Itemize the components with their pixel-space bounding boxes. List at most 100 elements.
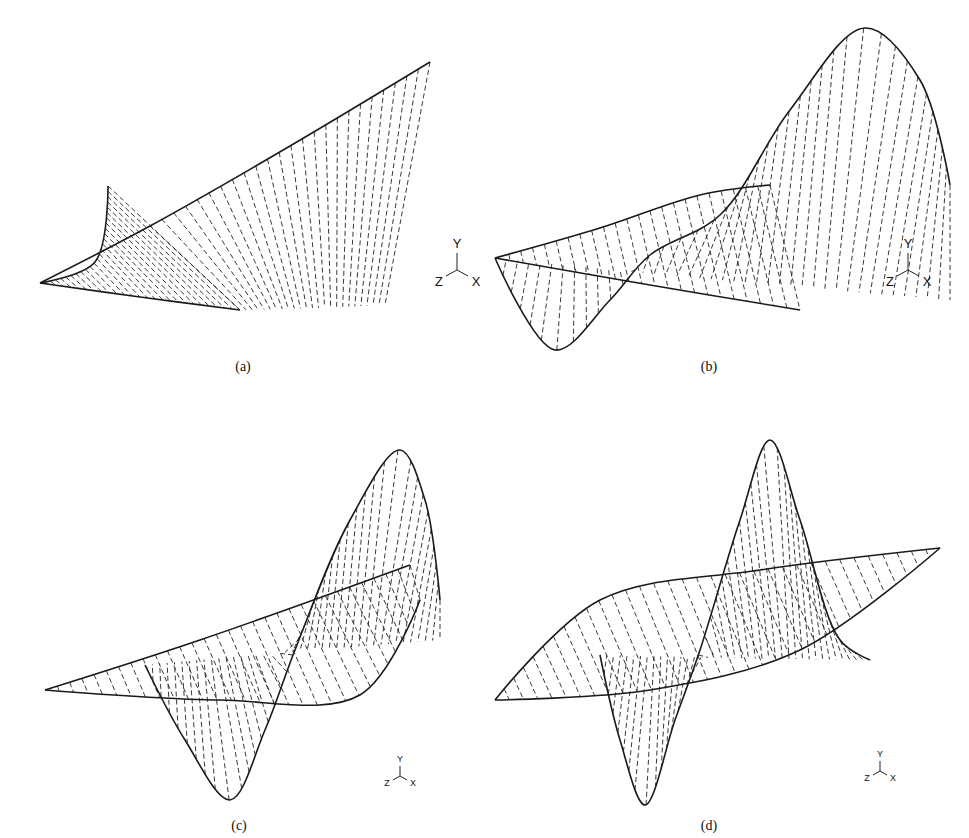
ruling-line (197, 660, 206, 774)
ruling-line (107, 212, 202, 305)
ruling-line (620, 270, 623, 284)
ruling-line (228, 630, 260, 702)
ruling-line (791, 81, 812, 287)
ruling-line (85, 269, 109, 293)
ruling-line (666, 657, 674, 750)
ruling-line (379, 69, 418, 305)
ruling-line (359, 476, 375, 646)
ruling-line (745, 503, 762, 659)
panel-caption: (a) (234, 359, 252, 375)
panel-caption: (d) (700, 818, 718, 834)
ruling-line (811, 563, 839, 627)
ruling-line (817, 581, 836, 659)
ruling-line (232, 179, 282, 309)
ruling-line (105, 234, 171, 302)
surface-plot (495, 440, 940, 805)
ruling-line (585, 267, 586, 328)
ruling-line (362, 583, 396, 652)
ruling-line (504, 689, 509, 700)
ruling-line (882, 77, 918, 295)
panel-caption: (c) (230, 818, 248, 834)
ruling-line (677, 230, 698, 276)
ruling-line (709, 193, 734, 299)
ruling-line (685, 657, 694, 692)
ruling-line (90, 266, 117, 293)
axis-label: Y (452, 236, 463, 251)
ruling-line (97, 259, 132, 296)
ruling-line (661, 657, 667, 769)
axis-label: Y (903, 236, 914, 251)
ruling-line (627, 219, 642, 284)
ruling-line (174, 213, 253, 310)
ruling-line (603, 227, 615, 279)
ruling-line (398, 569, 415, 613)
ruling-line (216, 634, 245, 701)
ruling-line (825, 37, 847, 290)
ruling-line (367, 83, 395, 306)
surface-edge (45, 565, 410, 690)
ruling-line (425, 564, 436, 641)
ruling-line (541, 264, 552, 341)
axis-label: Z (434, 274, 444, 289)
ruling-line (662, 207, 682, 291)
ruling-line (710, 617, 721, 658)
ruling-line (813, 50, 833, 288)
axis-label: Y (876, 749, 884, 760)
ruling-line (838, 637, 856, 660)
ruling-line (211, 659, 229, 800)
ruling-line (336, 118, 338, 307)
ruling-line (108, 186, 240, 310)
ruling-line (782, 567, 814, 642)
ruling-line (418, 547, 434, 642)
ruling-line (241, 626, 275, 704)
axis-label: Z (383, 778, 391, 789)
ruling-line (754, 571, 789, 655)
ruling-line (344, 508, 357, 648)
ruling-line (840, 559, 862, 610)
ruling-line (119, 667, 131, 696)
ruling-line (104, 239, 163, 300)
ruling-line (325, 596, 370, 687)
ruling-line (868, 556, 885, 593)
ruling-line (66, 277, 79, 288)
ruling-line (106, 223, 186, 303)
ruling-line (76, 274, 94, 291)
ruling-line (256, 166, 295, 309)
ruling-line (386, 574, 409, 627)
ruling-line (337, 591, 379, 676)
ruling-line (189, 661, 196, 759)
ruling-line (349, 104, 361, 307)
axis-label: X (889, 773, 897, 784)
ruling-line (777, 448, 789, 659)
ruling-line (410, 529, 431, 642)
ruling-line (696, 577, 735, 673)
ruling-line (108, 197, 225, 308)
surface-edge (495, 548, 940, 700)
ruling-line (564, 626, 595, 695)
ruling-line (586, 608, 623, 693)
ruling-line (403, 511, 428, 642)
ruling-line (556, 241, 563, 270)
ruling-line (253, 622, 289, 705)
ruling-line (168, 651, 189, 699)
ruling-line (854, 558, 874, 602)
ruling-line (385, 62, 430, 305)
ruling-line (300, 605, 313, 651)
ruling-line (307, 588, 319, 650)
ruling-line (870, 61, 907, 293)
ruling-line (108, 202, 217, 307)
guide-curve (590, 195, 790, 240)
ruling-line (314, 132, 324, 308)
surface-edge (40, 186, 108, 283)
axis-label: X (409, 778, 417, 789)
ruling-line (604, 655, 607, 674)
ruling-line (790, 486, 803, 659)
ruling-line (722, 176, 749, 281)
ruling-line (697, 196, 721, 297)
ruling-line (631, 270, 635, 272)
ruling-line (101, 249, 148, 298)
ruling-line (592, 231, 603, 277)
ruling-line (770, 185, 800, 310)
ruling-line (682, 579, 721, 677)
